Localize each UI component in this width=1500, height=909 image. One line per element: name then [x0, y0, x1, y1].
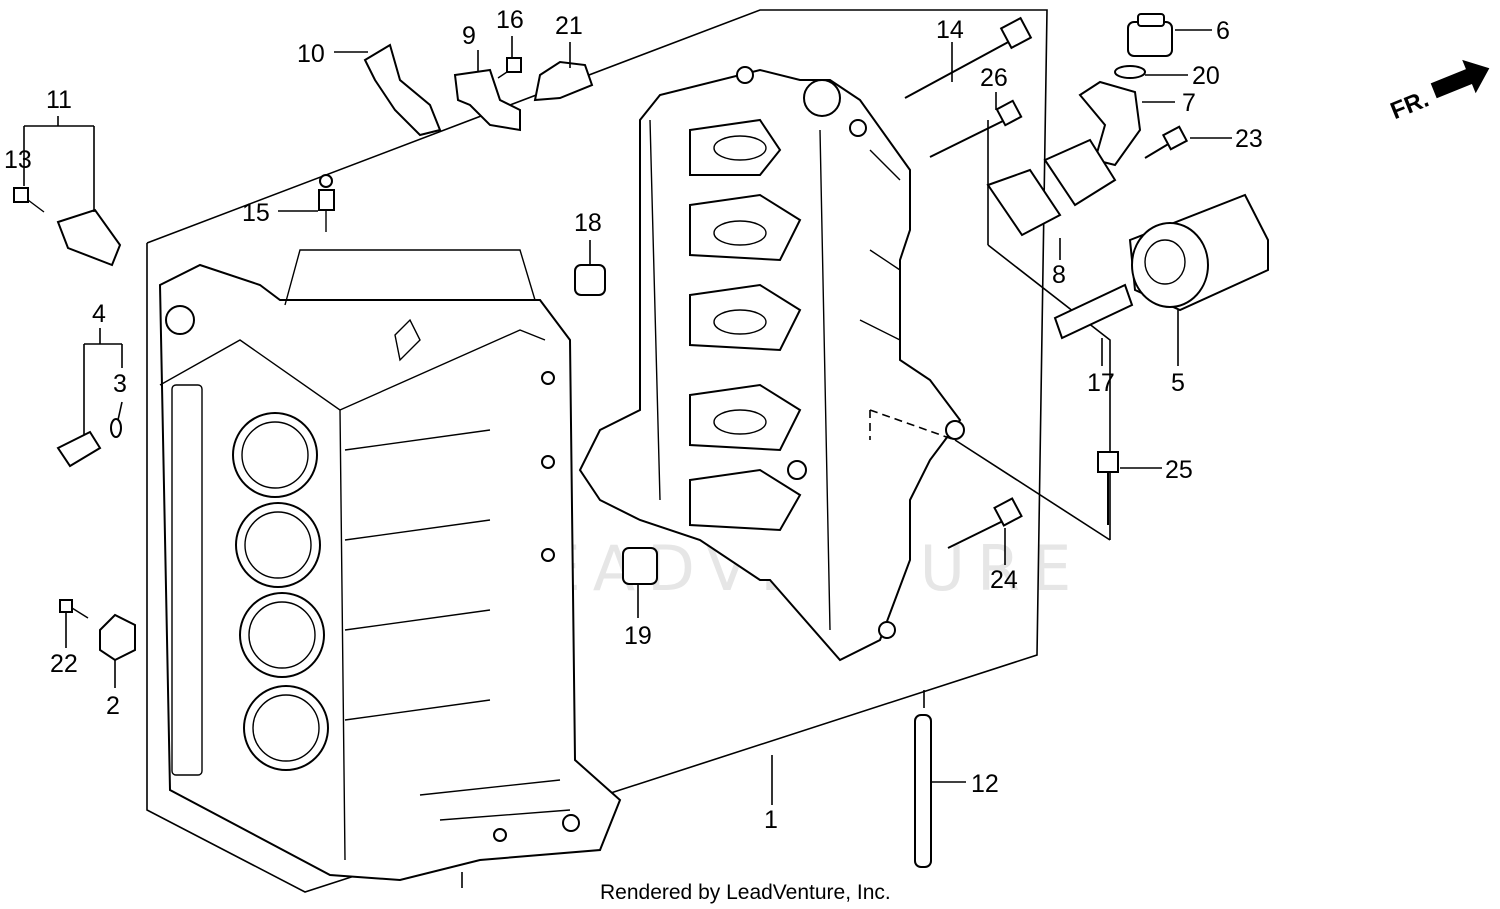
collar-part-2 — [99, 613, 136, 662]
crankcase — [578, 66, 965, 662]
stud-part-12 — [914, 714, 932, 868]
dowel-part-19 — [622, 547, 658, 585]
gasket-part-20 — [1114, 65, 1146, 79]
bolt-part-14 — [904, 16, 1033, 99]
stud-part-15 — [318, 174, 335, 232]
callout-7: 7 — [1182, 89, 1196, 117]
gasket-part-8 — [986, 168, 1062, 237]
elbow-part-7 — [1078, 80, 1142, 167]
callout-12: 12 — [971, 770, 999, 798]
callout-2: 2 — [106, 692, 120, 720]
pressure-switch-part-11 — [13, 187, 122, 267]
dowel-part-18 — [574, 264, 606, 296]
callout-1: 1 — [764, 806, 778, 834]
callout-17: 17 — [1087, 369, 1115, 397]
front-direction-marker: FR. — [1387, 59, 1490, 126]
bolt-part-22 — [59, 599, 89, 619]
oil-filter-part-5 — [1128, 193, 1269, 312]
nipple-part-17 — [1053, 283, 1134, 340]
callout-6: 6 — [1216, 17, 1230, 45]
front-label: FR. — [1387, 86, 1433, 126]
drain-plug-part-4 — [56, 418, 122, 468]
bolt-part-16 — [497, 57, 522, 79]
bolt-part-23 — [1144, 125, 1189, 159]
callout-4: 4 — [92, 300, 106, 328]
front-arrow-icon — [1430, 59, 1490, 99]
bolt-part-24 — [947, 497, 1023, 549]
callout-11: 11 — [46, 86, 72, 114]
bolt-part-26 — [929, 99, 1023, 158]
bracket-part-10 — [363, 43, 442, 137]
callout-3: 3 — [113, 370, 127, 398]
oil-filler-cap-part-6 — [1127, 13, 1173, 57]
oil-filter-group-outline — [987, 244, 1111, 540]
callout-8: 8 — [1052, 261, 1066, 289]
credit-text: Rendered by LeadVenture, Inc. — [600, 881, 891, 904]
callout-22: 22 — [50, 650, 78, 678]
callout-9: 9 — [462, 22, 476, 50]
clamp-part-21 — [533, 60, 594, 102]
callout-26: 26 — [980, 64, 1008, 92]
callout-23: 23 — [1235, 125, 1263, 153]
bolt-part-25 — [1097, 451, 1119, 525]
leader-lines — [23, 29, 1232, 888]
callout-5: 5 — [1171, 369, 1185, 397]
assembly-outline — [146, 9, 1048, 893]
callout-19: 19 — [624, 622, 652, 650]
plate-part-9 — [453, 68, 521, 132]
callout-14: 14 — [936, 16, 964, 44]
callout-10: 10 — [297, 40, 325, 68]
callout-16: 16 — [496, 6, 524, 34]
callout-21: 21 — [555, 12, 583, 40]
cylinder-block — [158, 249, 622, 882]
callout-25: 25 — [1165, 456, 1193, 484]
callout-15: 15 — [242, 199, 270, 227]
callout-20: 20 — [1192, 62, 1220, 90]
callout-13: 13 — [4, 146, 32, 174]
callout-24: 24 — [990, 566, 1018, 594]
callout-labels: 11 13 4 3 22 2 10 9 16 21 15 18 19 14 26… — [4, 6, 1263, 834]
flange-part-7 — [1043, 138, 1117, 207]
callout-18: 18 — [574, 209, 602, 237]
